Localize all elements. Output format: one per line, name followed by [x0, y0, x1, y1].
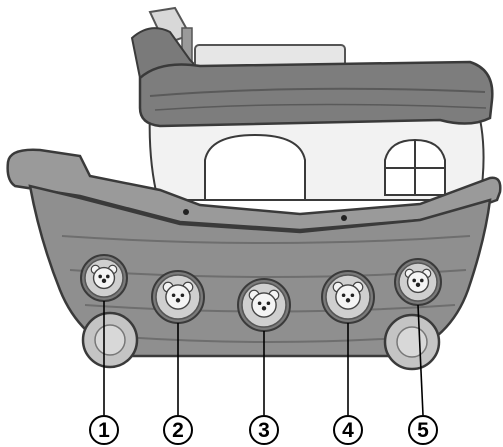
callouts: 1 2 3 4 5 [89, 301, 438, 445]
wheel-left [81, 311, 139, 369]
animal-button-4[interactable] [321, 270, 375, 324]
callout-number: 3 [258, 419, 270, 442]
callout-5: 5 [408, 415, 438, 445]
animal-button-icon [332, 281, 364, 310]
cabin-window [384, 138, 446, 196]
bear-button-icon [248, 289, 280, 318]
deck-rail [6, 148, 502, 232]
animal-button-icon [162, 281, 194, 310]
animal-button-2[interactable] [151, 270, 205, 324]
callout-3: 3 [249, 415, 279, 445]
animal-button-icon [90, 264, 118, 290]
animal-button-icon [404, 268, 432, 294]
callout-2: 2 [163, 415, 193, 445]
callout-4: 4 [333, 415, 363, 445]
callout-1: 1 [89, 415, 119, 445]
cabin-door [204, 133, 306, 201]
animal-button-3[interactable] [237, 278, 291, 332]
animal-buttons [80, 254, 442, 332]
leader-line [417, 304, 424, 416]
callout-number: 2 [172, 419, 184, 442]
roof [138, 60, 494, 128]
callout-number: 1 [98, 419, 110, 442]
wheel-right [383, 313, 441, 371]
callout-number: 5 [417, 419, 429, 442]
animal-button-1[interactable] [80, 254, 128, 302]
animal-button-5[interactable] [394, 258, 442, 306]
callout-number: 4 [342, 419, 354, 442]
